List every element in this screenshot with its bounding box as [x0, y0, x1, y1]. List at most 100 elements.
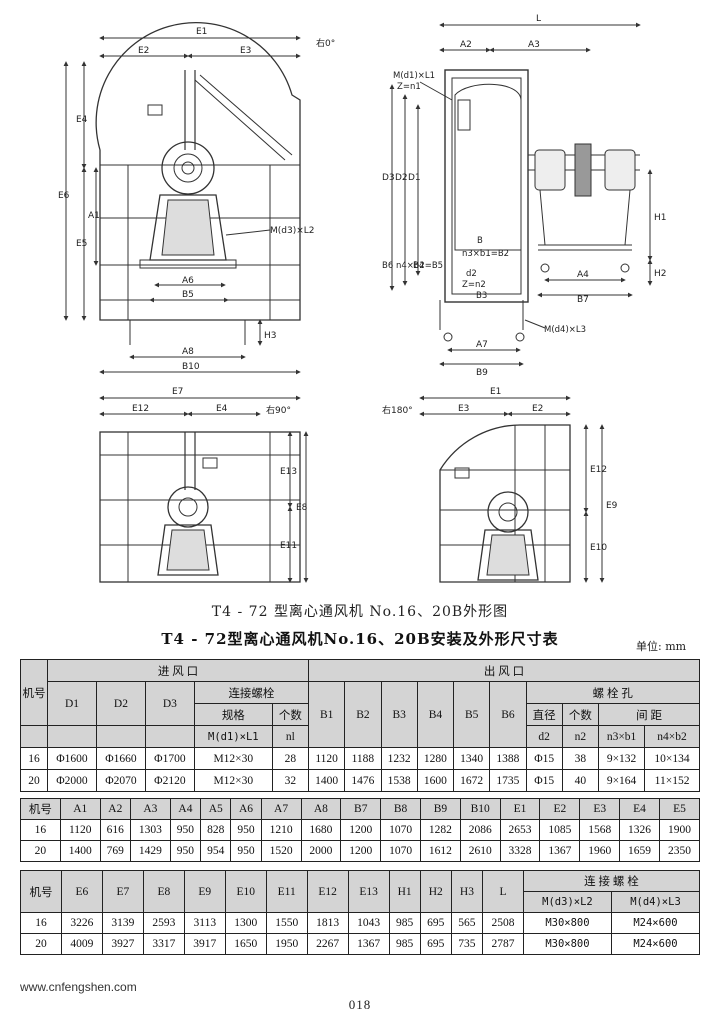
cell: 769: [99, 840, 131, 862]
dim-z-n2: Z=n2: [462, 280, 486, 290]
th-e7: E7: [101, 870, 144, 913]
dim-a3: A3: [528, 40, 540, 50]
th-b1: B1: [308, 681, 346, 748]
cell: 4009: [60, 933, 103, 955]
th-machine: 机号: [20, 659, 48, 726]
th-e12: E12: [306, 870, 349, 913]
table-title: T4 - 72型离心通风机No.16、20B安装及外形尺寸表: [161, 630, 559, 648]
cell: 2267: [306, 933, 349, 955]
dim-b3: B3: [476, 291, 487, 301]
th-b4: B4: [416, 681, 455, 748]
cell: 950: [169, 840, 202, 862]
dim-e6: E6: [58, 191, 70, 201]
cell: 735: [450, 933, 484, 955]
th-a2: A2: [99, 798, 131, 820]
dimension-table-e-h-l: 机号 E6 E7 E8 E9 E10 E11 E12 E13 H1 H2 H3 …: [20, 870, 701, 955]
cell: 16: [20, 912, 62, 934]
cell: 1367: [539, 840, 581, 862]
table-row: 20 1400 769 1429 950 954 950 1520 2000 1…: [20, 840, 701, 862]
dim-e13: E13: [280, 467, 297, 477]
cell: 9×164: [598, 769, 646, 792]
dim-a7: A7: [476, 340, 488, 350]
cell: 3113: [183, 912, 226, 934]
dim-e12-left: E12: [132, 404, 149, 414]
th-d2-hole: d2: [525, 725, 563, 748]
th-e2: E2: [539, 798, 581, 820]
dim-b6: B6: [382, 261, 393, 271]
bolt-m-d1-l1: M(d1)×L1: [393, 71, 435, 81]
th-e13: E13: [347, 870, 390, 913]
th-h3: H3: [450, 870, 484, 913]
th-d2: D2: [95, 681, 146, 726]
cell: 20: [20, 769, 48, 792]
dim-h2: H2: [654, 269, 667, 279]
th-b10: B10: [459, 798, 501, 820]
dim-a2: A2: [460, 40, 472, 50]
dim-e4-right90: E4: [216, 404, 228, 414]
table-row: 20 4009 3927 3317 3917 1650 1950 2267 13…: [20, 933, 701, 955]
th-a5: A5: [200, 798, 232, 820]
th-b8: B8: [380, 798, 421, 820]
cell: 1188: [344, 747, 382, 770]
th-spec: 规格: [193, 703, 273, 726]
dim-d2: D2: [395, 173, 408, 183]
table-row: 20 Φ2000 Φ2070 Φ2120 M12×30 32 1400 1476…: [20, 769, 700, 792]
th-b3: B3: [380, 681, 418, 748]
cell: Φ2070: [95, 769, 146, 792]
dim-e3-right180: E3: [458, 404, 469, 414]
cell: M24×600: [610, 912, 701, 934]
cell: 1672: [453, 769, 491, 792]
cell: Φ2120: [144, 769, 195, 792]
th-e11: E11: [265, 870, 308, 913]
dim-e1: E1: [196, 27, 207, 37]
th-e10: E10: [224, 870, 267, 913]
cell: Φ1600: [47, 747, 97, 770]
cell: 616: [99, 819, 131, 841]
cell: 1735: [489, 769, 527, 792]
table-row: 16 1120 616 1303 950 828 950 1210 1680 1…: [20, 819, 701, 841]
bolt-m-d3-l2: M(d3)×L2: [270, 226, 315, 236]
th-a8: A8: [300, 798, 342, 820]
th-count: 个数: [271, 703, 310, 726]
cell: 2086: [459, 819, 501, 841]
th-dia: 直径: [525, 703, 563, 726]
view-side: [389, 22, 653, 367]
th-e9: E9: [183, 870, 226, 913]
th-d1: D1: [47, 681, 97, 726]
page-number: 018: [348, 997, 372, 1012]
cell: 1568: [579, 819, 621, 841]
th-b9: B9: [419, 798, 461, 820]
cell: 1520: [260, 840, 302, 862]
th-e6: E6: [60, 870, 103, 913]
th-a6: A6: [230, 798, 262, 820]
th-spacing: 间 距: [598, 703, 700, 726]
th-e4: E4: [619, 798, 660, 820]
th-outlet-group: 出 风 口: [308, 659, 700, 682]
cell: 1210: [260, 819, 302, 841]
cell: 1300: [224, 912, 267, 934]
view-right-90: [99, 395, 309, 583]
dim-n4b2-b5: n4×b2=B5: [396, 261, 443, 271]
dim-e4: E4: [76, 115, 88, 125]
cell: 2350: [658, 840, 701, 862]
view-right-180: [419, 395, 605, 583]
dim-e11: E11: [280, 541, 297, 551]
th-inlet-group: 进 风 口: [46, 659, 310, 682]
cell: 1070: [380, 819, 421, 841]
dim-n3b1-b2: n3×b1=B2: [462, 249, 509, 259]
cell: 1400: [59, 840, 101, 862]
dim-d1: D1: [408, 173, 421, 183]
cell: 16: [20, 747, 48, 770]
website-url[interactable]: www.cnfengshen.com: [20, 980, 137, 994]
cell: 1960: [579, 840, 621, 862]
cell: 1400: [308, 769, 346, 792]
dim-e5: E5: [76, 239, 87, 249]
th-e3: E3: [579, 798, 621, 820]
table-row: 16 Φ1600 Φ1660 Φ1700 M12×30 28 1120 1188…: [20, 747, 700, 770]
cell: 20: [20, 933, 62, 955]
cell: 1326: [619, 819, 660, 841]
view-right-0: [63, 22, 301, 375]
cell: 695: [419, 912, 452, 934]
cell: 1476: [344, 769, 382, 792]
th-m-d3-l2: M(d3)×L2: [522, 891, 612, 913]
